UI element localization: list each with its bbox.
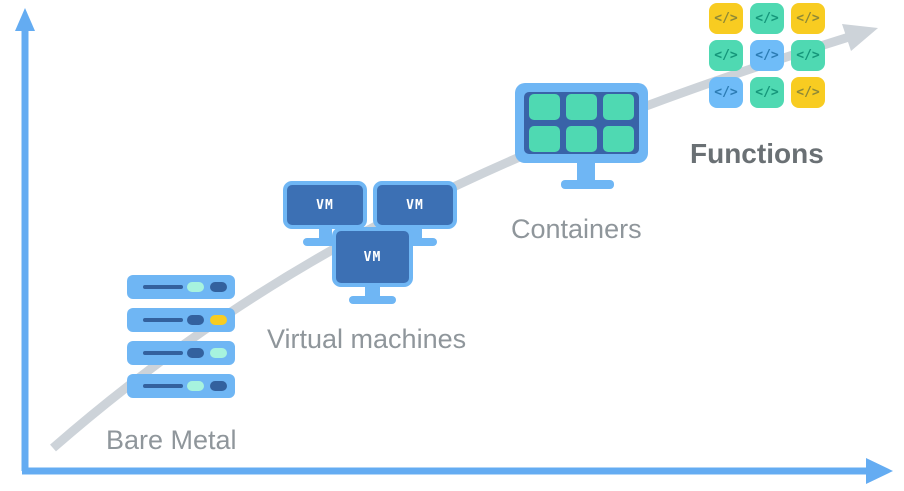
server-led-navy [187,315,204,325]
server-unit [127,341,235,365]
containers-monitor-icon [515,83,648,206]
server-led-navy [210,381,227,391]
monitor-stand-base [561,180,614,189]
code-function-tile-yellow: </> [791,77,825,108]
vm-screen-label: VM [406,197,424,213]
vm-monitor-stand-neck [319,227,332,240]
vm-monitor-stand-base [349,296,396,304]
container-cell [603,94,634,120]
server-led-mint [187,381,204,391]
container-cell [566,94,597,120]
container-cell [603,126,634,152]
server-slot-line [143,285,183,289]
server-led-navy [187,348,204,358]
containers-label: Containers [511,214,642,244]
vm-screen-label: VM [316,197,334,213]
code-function-tile-yellow: </> [709,3,743,34]
code-function-tile-yellow: </> [791,3,825,34]
code-function-tile-teal: </> [750,77,784,108]
server-led-navy [210,282,227,292]
server-slot-line [143,384,183,388]
functions-label: Functions [690,138,824,169]
server-led-yellow [210,315,227,325]
vm-monitor: VM [283,181,367,229]
server-led-mint [210,348,227,358]
server-slot-line [143,351,183,355]
container-cell [529,126,560,152]
vm-screen-label: VM [363,249,382,265]
code-function-tile-teal: </> [709,40,743,71]
code-function-tile-blue: </> [750,40,784,71]
virtual-machines-icon: VM VM VM [283,181,463,306]
vm-monitor: VM [373,181,457,229]
code-function-tile-teal: </> [791,40,825,71]
container-cell [566,126,597,152]
functions-code-tiles-icon: </></></></></></></></></> [709,3,825,108]
virtual-machines-label: Virtual machines [267,324,467,354]
vm-monitor-stand-neck [365,286,380,298]
monitor-frame [515,83,648,163]
monitor-screen [524,92,639,154]
server-unit [127,275,235,299]
bare-metal-servers-icon [127,275,235,398]
vm-monitor-stand-base [303,238,347,246]
container-cell [529,94,560,120]
code-function-tile-teal: </> [750,3,784,34]
vm-monitor-stand-base [393,238,437,246]
growth-trend-arrowhead [842,24,878,51]
server-slot-line [143,318,183,322]
server-unit [127,374,235,398]
x-axis-arrowhead [866,458,893,484]
server-unit [127,308,235,332]
monitor-stand-neck [577,163,595,182]
server-led-mint [187,282,204,292]
y-axis-arrowhead [15,8,35,31]
vm-monitor: VM [332,227,413,287]
bare-metal-label: Bare Metal [106,425,237,455]
code-function-tile-blue: </> [709,77,743,108]
